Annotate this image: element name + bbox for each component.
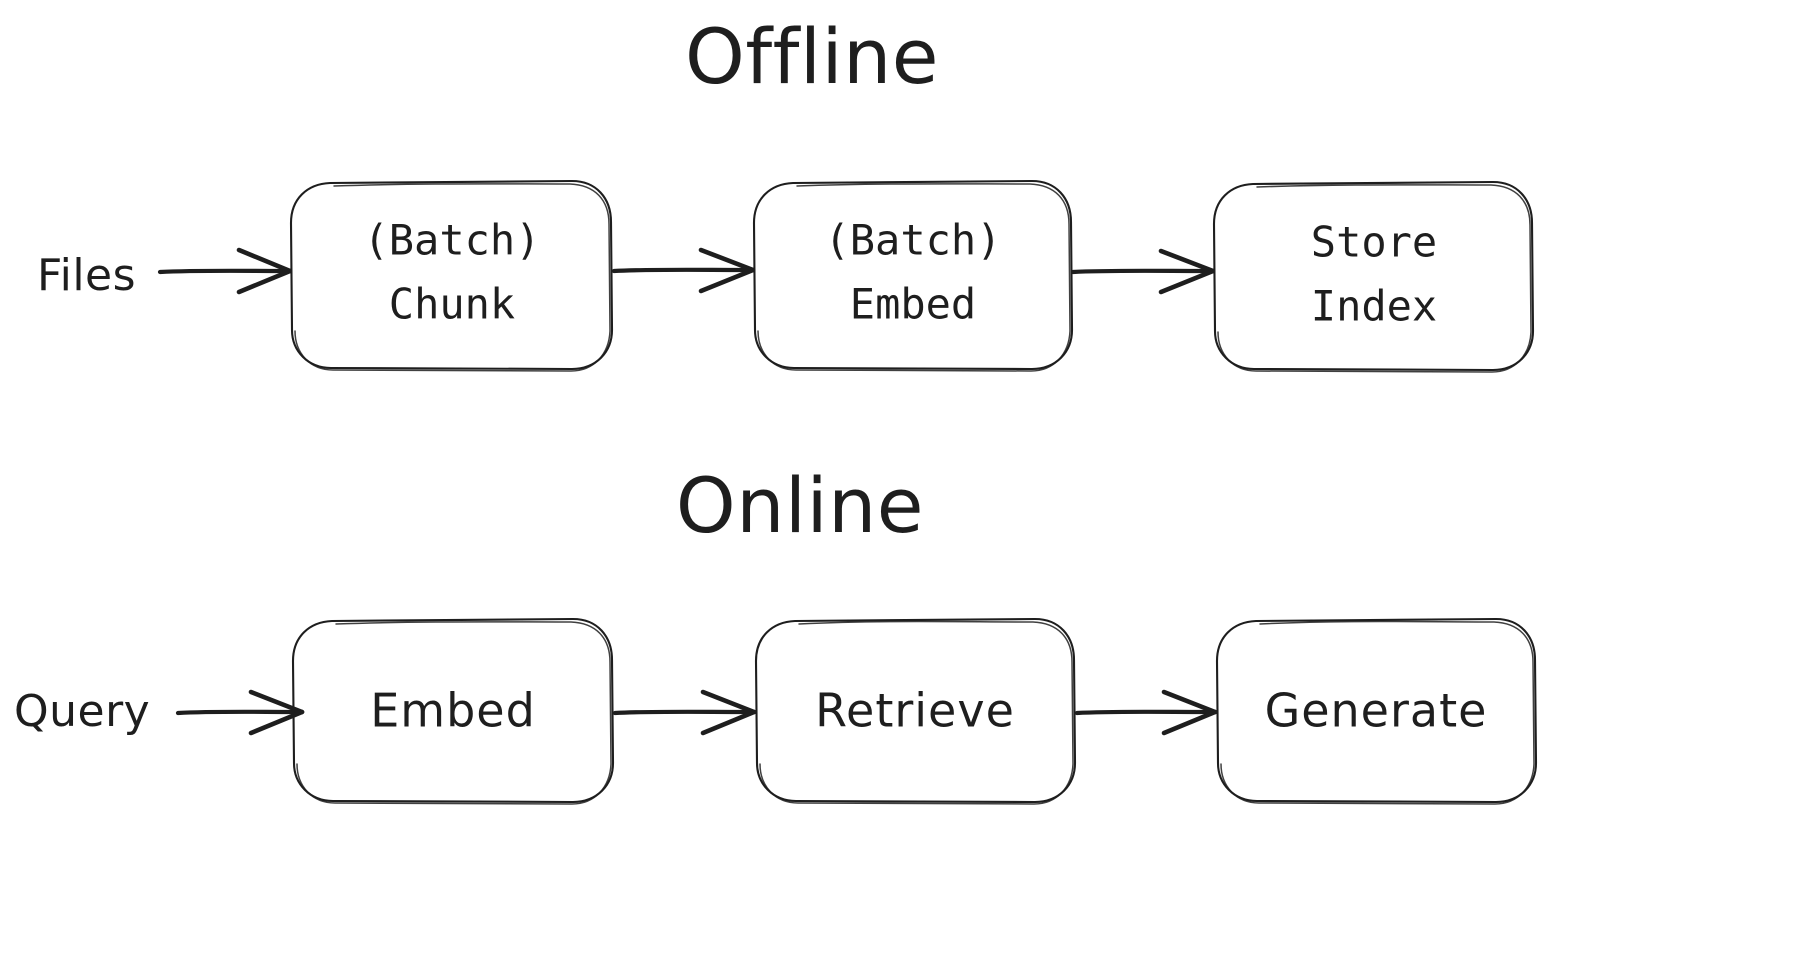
section-title-offline: Offline [685, 12, 939, 101]
section-online: Online Query Embed [14, 461, 1538, 805]
arrowhead-upper [236, 247, 293, 274]
edge-line [612, 709, 756, 716]
section-offline: Offline Files (Batch) Chunk [37, 12, 1535, 373]
node-retrieve[interactable]: Retrieve [754, 617, 1077, 805]
edge-query-to-embed [175, 689, 305, 736]
node-border-sketch [1217, 184, 1532, 373]
node-border-sketch [294, 183, 611, 372]
node-border-outer [289, 179, 614, 371]
node-border-outer [1212, 180, 1535, 372]
node-label-line2: Index [1311, 282, 1437, 331]
arrowhead-upper [700, 689, 757, 715]
node-batch-chunk[interactable]: (Batch) Chunk [289, 179, 614, 372]
input-label-query: Query [14, 686, 150, 737]
edge-line [611, 267, 755, 274]
edge-batch-chunk-to-batch-embed [611, 247, 756, 294]
arrowhead-upper [698, 247, 756, 273]
node-label-line1: Retrieve [815, 684, 1015, 738]
node-label-line1: (Batch) [824, 216, 1001, 265]
arrowhead-upper [1161, 689, 1218, 715]
node-label-line1: Store [1311, 218, 1437, 267]
node-border-sketch [759, 620, 1074, 805]
input-label-files: Files [37, 250, 136, 301]
node-generate[interactable]: Generate [1215, 617, 1538, 805]
arrowhead-lower [698, 267, 756, 294]
arrowhead-lower [1161, 709, 1218, 736]
node-border-outer [1215, 617, 1538, 804]
node-border-sketch [1220, 620, 1535, 805]
edge-retrieve-to-generate [1074, 689, 1218, 736]
edge-line [175, 709, 303, 716]
node-border-outer [291, 617, 615, 804]
arrowhead-lower [700, 709, 757, 736]
node-label-line2: Chunk [389, 280, 515, 329]
arrowhead-upper [1158, 248, 1216, 274]
node-label-line1: (Batch) [363, 216, 540, 265]
node-border-sketch [757, 183, 1071, 372]
arrowhead-lower [236, 268, 293, 295]
node-embed[interactable]: Embed [291, 617, 615, 805]
node-store-index[interactable]: Store Index [1212, 180, 1535, 373]
edge-line [1070, 268, 1215, 275]
edge-line [1074, 709, 1217, 716]
node-border-sketch [296, 621, 612, 805]
edge-files-to-batch-chunk [157, 247, 293, 295]
node-batch-embed[interactable]: (Batch) Embed [752, 179, 1074, 372]
edge-embed-to-retrieve [612, 689, 757, 736]
edge-line [157, 268, 291, 275]
node-border-outer [754, 617, 1077, 804]
node-label-line1: Generate [1265, 684, 1488, 738]
edge-batch-embed-to-store-index [1070, 248, 1216, 295]
node-border-outer [752, 179, 1074, 371]
section-title-online: Online [676, 461, 924, 550]
node-label-line2: Embed [850, 280, 976, 329]
arrowhead-lower [1158, 268, 1216, 295]
node-label-line1: Embed [370, 684, 536, 738]
